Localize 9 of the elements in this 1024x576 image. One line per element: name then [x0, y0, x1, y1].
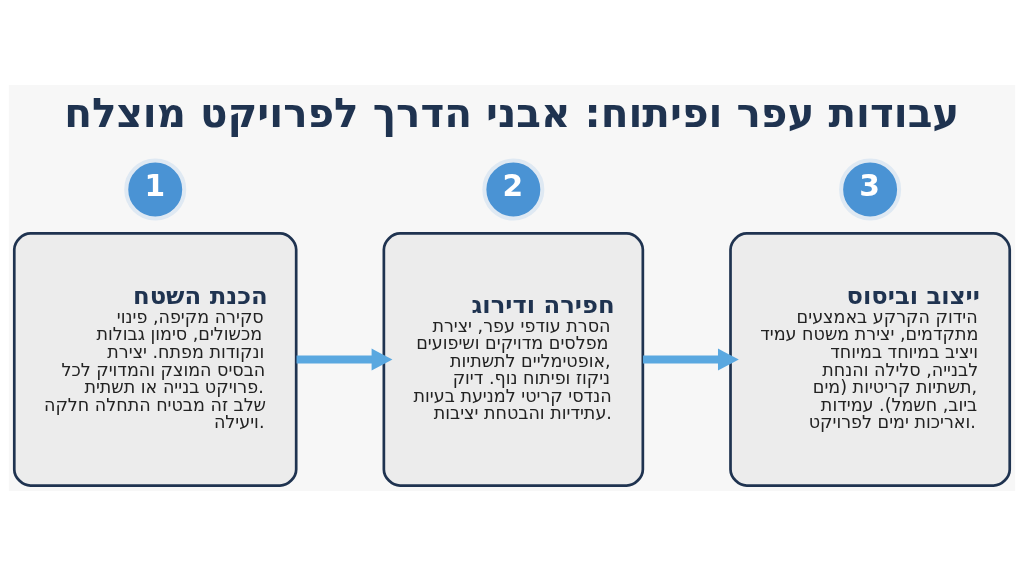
node-circle: 2	[482, 158, 545, 221]
diagram-title: עבודות עפר ופיתוח: אבני הדרך לפרויקט מוצלח	[64, 88, 960, 137]
node-box: ייצוב וביסוס הידוק הקרקע באמצעים מתקדמים, יצירת משטח עמיד ויציב במיוחד במיוחד לבנייה, סלילה והנחת תשתיות קריטיות (מים, ביוב, חשמל). עמידות ואריכות ימים לפרויקט.	[729, 232, 1012, 487]
node-circle: 3	[839, 158, 902, 221]
node-box: חפירה ודירוג הסרת עודפי עפר, יצירת מפלסים מדויקים ושיפועים אופטימליים לתשתיות, ניקוז ופיתוח נוף. דיוק הנדסי קריטי למניעת בעיות עתידיות והבטחת יציבות.	[382, 232, 645, 487]
arrow	[296, 348, 393, 371]
arrow	[643, 348, 739, 371]
node-circle: 1	[124, 158, 187, 221]
node-box: הכנת השטח סקירה מקיפה, פינוי מכשולים, סימון גבולות ונקודות מפתח. יצירת הבסיס המוצק והמדויק לכל פרויקט בנייה או תשתית. שלב זה מבטיח התחלה חלקה ויעילה.	[12, 232, 298, 487]
